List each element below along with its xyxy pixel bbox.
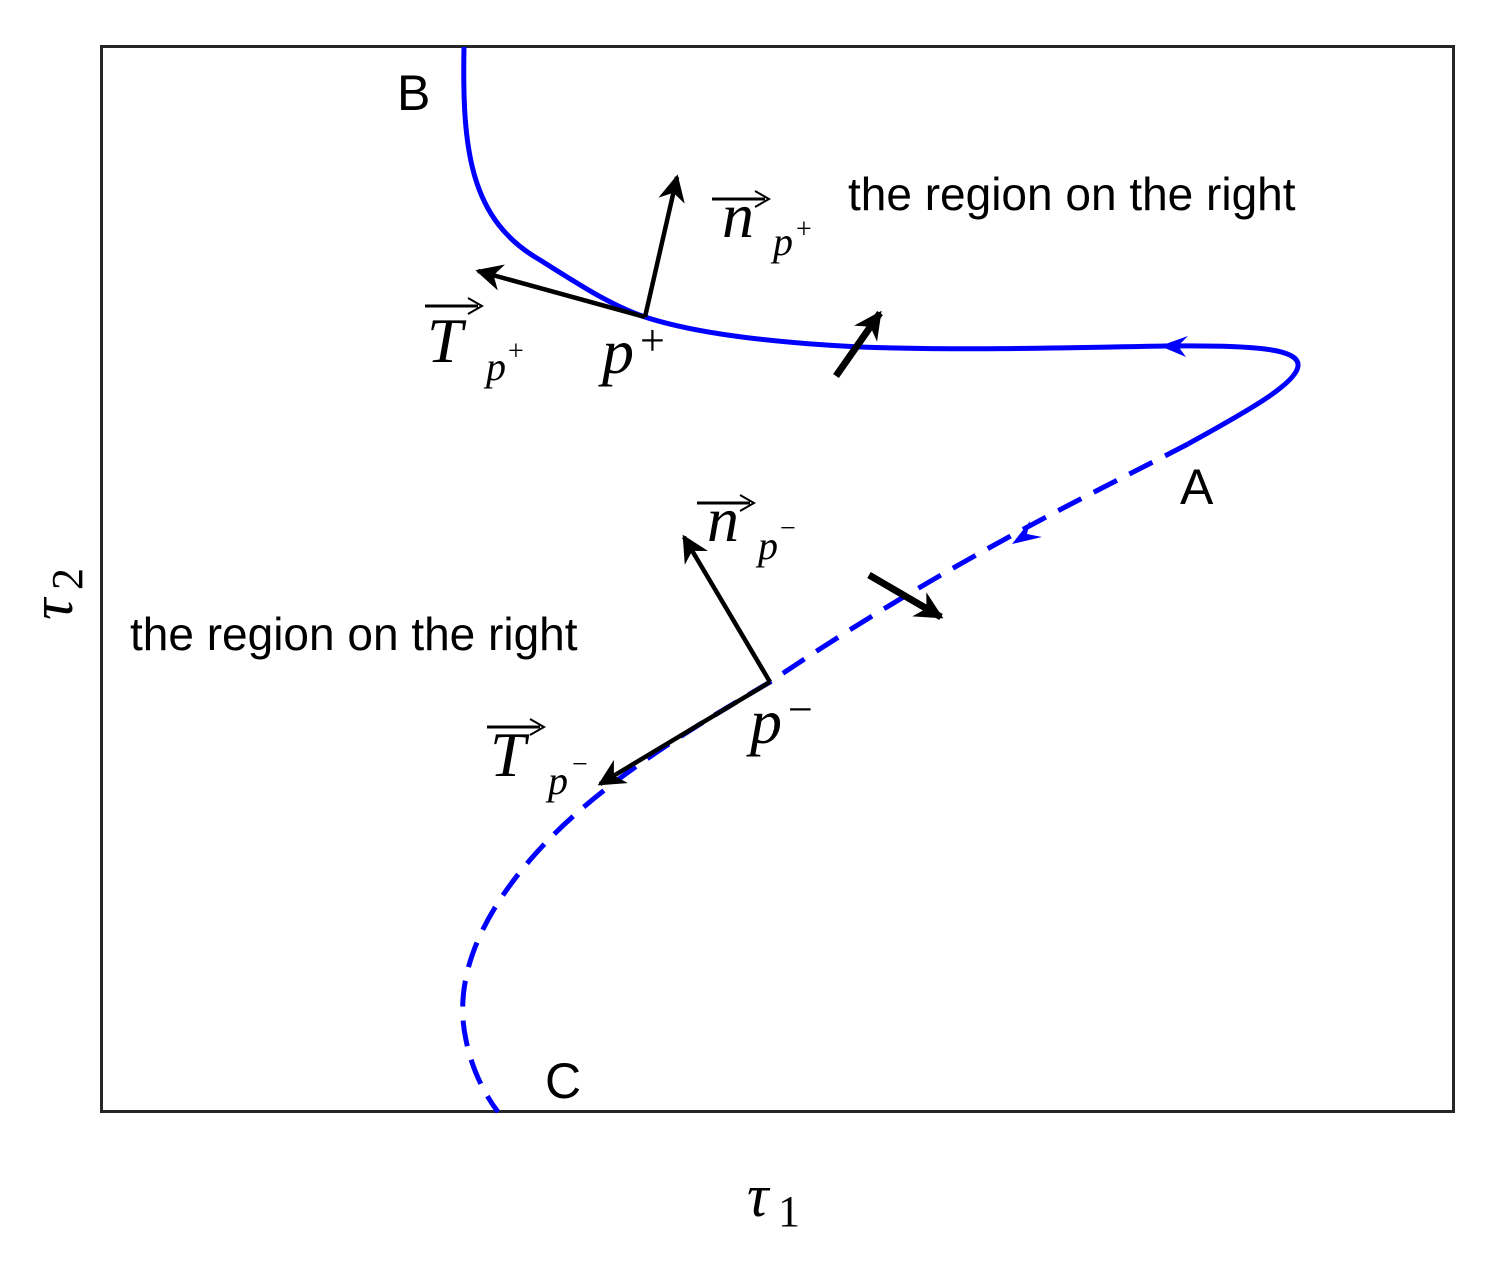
- region-text-upper: the region on the right: [848, 168, 1296, 220]
- point-label-p-minus: p −: [746, 685, 813, 757]
- svg-text:T: T: [490, 719, 530, 790]
- svg-text:+: +: [508, 336, 524, 367]
- svg-text:1: 1: [778, 1187, 800, 1236]
- upper-direction-arrowhead: [1160, 336, 1188, 357]
- svg-text:2: 2: [43, 568, 92, 590]
- svg-text:p: p: [746, 686, 782, 757]
- label-A: A: [1180, 459, 1214, 515]
- region-arrow-lower: [867, 571, 944, 621]
- y-axis-label: τ 2: [19, 568, 92, 620]
- svg-text:n: n: [722, 180, 754, 251]
- region-text-lower: the region on the right: [130, 608, 578, 660]
- label-C: C: [545, 1053, 581, 1109]
- tangent-label-p-minus: T p −: [487, 718, 588, 803]
- tangent-label-p-plus: T p +: [425, 297, 524, 389]
- svg-text:p: p: [770, 219, 793, 264]
- svg-text:−: −: [788, 685, 813, 734]
- region-arrow-upper: [833, 310, 883, 379]
- svg-text:τ: τ: [19, 596, 85, 620]
- tangent-vector-p-minus: [597, 680, 772, 786]
- svg-text:p: p: [483, 344, 506, 389]
- svg-text:n: n: [707, 484, 739, 555]
- svg-text:p: p: [755, 523, 778, 568]
- svg-text:p: p: [598, 316, 634, 387]
- svg-text:T: T: [427, 305, 467, 376]
- svg-text:+: +: [640, 316, 665, 365]
- label-B: B: [397, 65, 430, 121]
- plot-frame: [100, 45, 1455, 1113]
- svg-text:−: −: [572, 749, 588, 780]
- normal-label-p-minus: n p −: [697, 484, 796, 568]
- lower-dashed-curve: [460, 441, 1190, 1114]
- lower-direction-arrowhead: [1012, 521, 1042, 544]
- tangent-vector-p-plus: [475, 264, 646, 320]
- normal-vector-p-plus: [642, 174, 685, 318]
- point-label-p-plus: p +: [598, 316, 665, 387]
- svg-text:p: p: [545, 758, 568, 803]
- svg-text:τ: τ: [747, 1163, 771, 1229]
- x-axis-label: τ 1: [747, 1163, 800, 1236]
- normal-label-p-plus: n p +: [712, 180, 812, 264]
- svg-text:+: +: [796, 214, 812, 245]
- svg-text:−: −: [780, 513, 796, 544]
- normal-vector-p-minus: [682, 534, 772, 684]
- upper-solid-curve: [461, 46, 1301, 447]
